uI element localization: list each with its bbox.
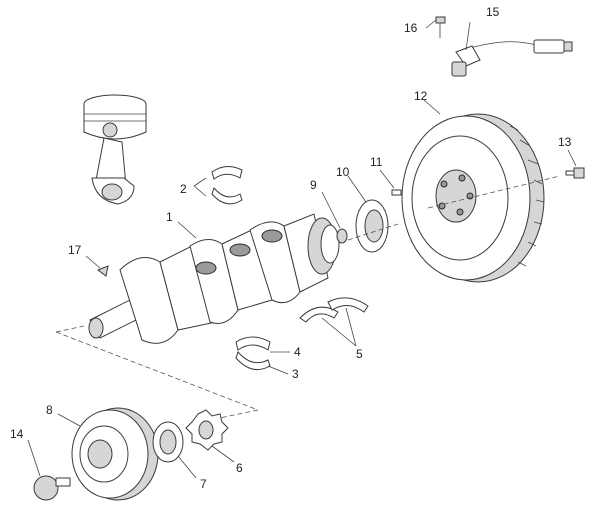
crankshaft-position-sensor [451,21,573,77]
crankshaft-pulley [57,407,159,501]
callout-6: 6 [236,461,243,475]
flywheel [401,99,545,283]
thrust-washers [299,297,369,347]
flywheel-bolt [565,149,585,179]
callout-4: 4 [294,345,301,359]
callout-15: 15 [486,5,500,19]
callout-8: 8 [46,403,53,417]
dowel-pin [379,169,402,196]
callout-9: 9 [310,178,317,192]
upper-main-bearing-shells [193,166,243,205]
callout-12: 12 [414,89,428,103]
pilot-bearing [321,191,348,244]
pulley-bolt [27,439,71,501]
callout-1: 1 [166,210,173,224]
rear-oil-seal [347,175,389,253]
callout-14: 14 [10,427,24,441]
callout-17: 17 [68,243,82,257]
crankshaft [88,213,340,344]
callout-2: 2 [180,182,187,196]
callout-11: 11 [370,155,383,169]
woodruff-key [85,255,109,277]
callout-3: 3 [292,367,299,381]
lower-main-bearing-shells [235,336,290,375]
callout-10: 10 [336,165,350,179]
callout-16: 16 [404,21,418,35]
callout-5: 5 [356,347,363,361]
crankshaft-sprocket [185,409,235,463]
piston-and-connecting-rod [83,94,147,205]
assembly-axis [55,175,561,421]
front-oil-seal [152,421,197,479]
callout-13: 13 [558,135,572,149]
callout-7: 7 [200,477,207,491]
sensor-bolt [425,16,446,38]
